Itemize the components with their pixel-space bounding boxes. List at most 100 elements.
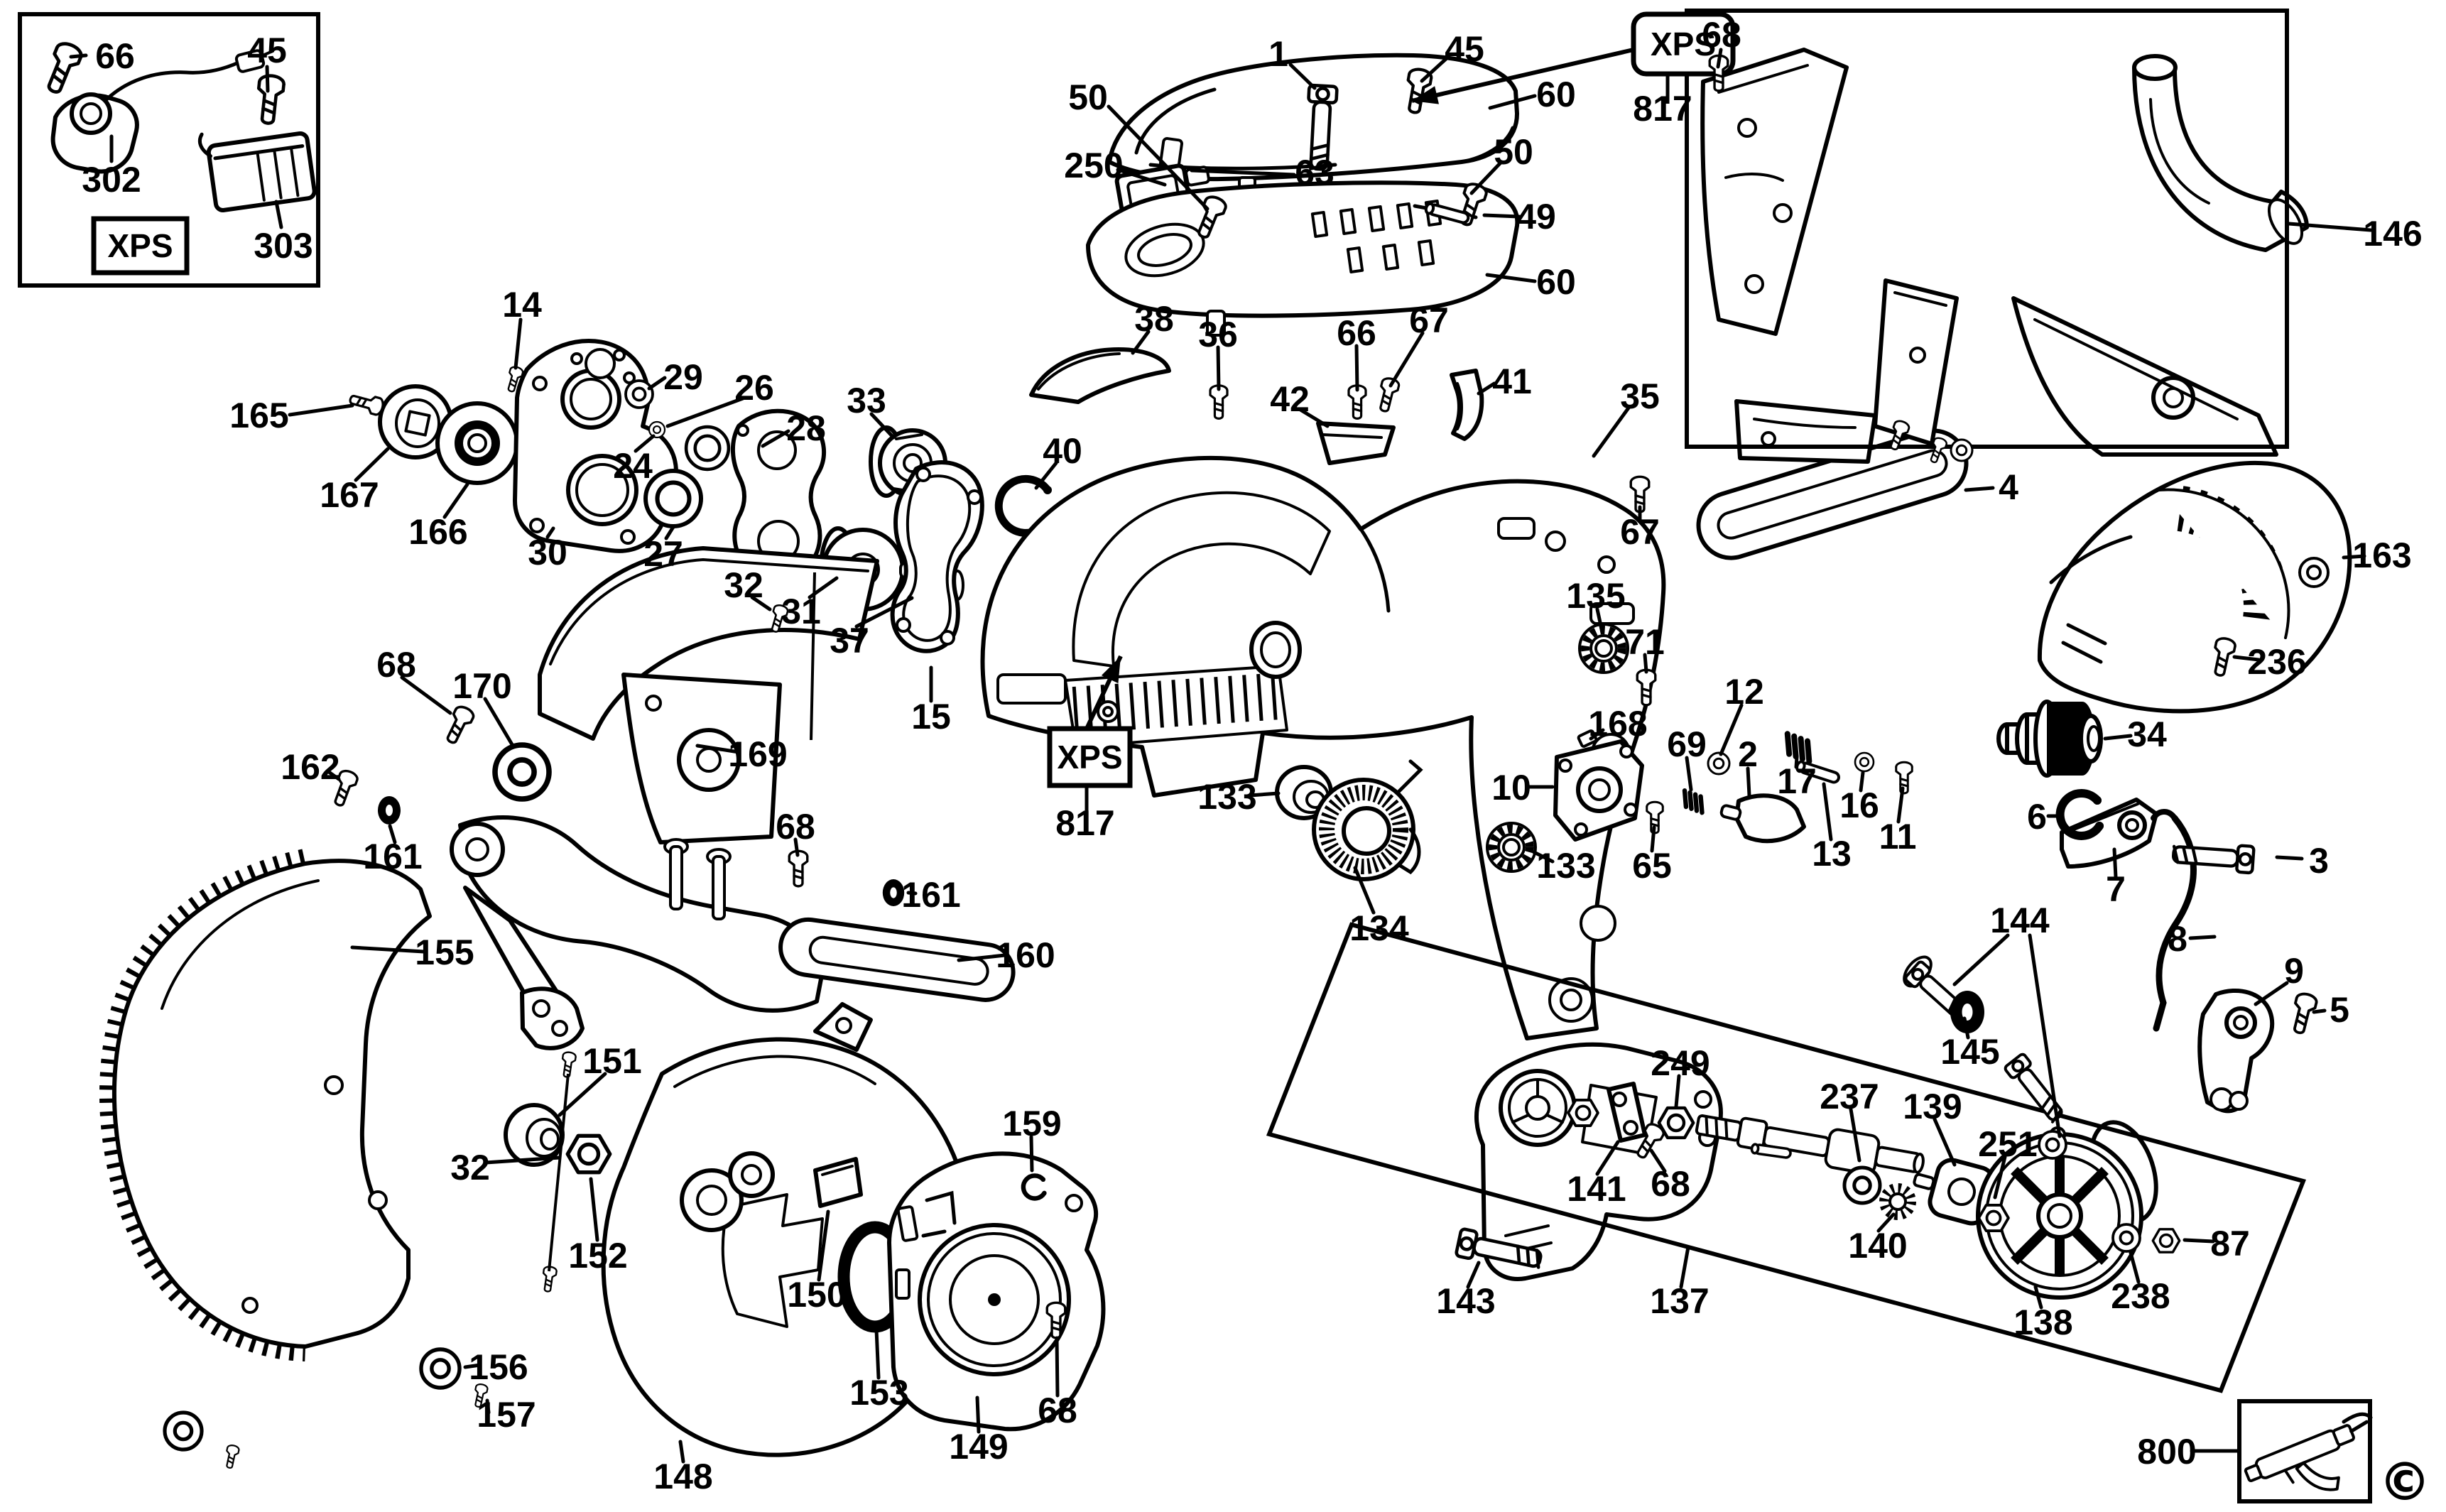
washer-icon: [2038, 1130, 2067, 1160]
leader-line-71: [1643, 653, 1648, 674]
leader-line-33: [869, 412, 896, 440]
part-label-3: 3: [2309, 841, 2329, 881]
copyright-symbol: ©: [2379, 1452, 2431, 1512]
leader-line-11: [1896, 786, 1905, 824]
leader-line-66: [69, 53, 88, 59]
nut-icon: [567, 1136, 609, 1172]
guard-arm-assembly-drawing: [450, 815, 825, 1050]
lever-7-drawing: [2060, 798, 2158, 869]
handwheel-138-drawing: [1976, 1120, 2158, 1300]
leader-line-137: [1679, 1245, 1690, 1289]
leader-line-163: [2342, 554, 2366, 560]
washer-icon: [165, 1413, 202, 1450]
part-label-141: 141: [1567, 1169, 1626, 1209]
part-label-16: 16: [1839, 785, 1879, 825]
inner-flange-166-drawing: [435, 401, 519, 485]
part-label-168: 168: [1588, 704, 1647, 744]
leader-line-148: [678, 1440, 685, 1464]
xps-arrowhead: [1101, 656, 1121, 684]
reference-line: [548, 1073, 570, 1272]
leader-line-166: [442, 482, 469, 519]
deflector-42-drawing: [1316, 421, 1396, 465]
part-label-60: 60: [1536, 262, 1576, 302]
part-label-6: 6: [2027, 797, 2047, 837]
part-label-135: 135: [1566, 576, 1625, 616]
part-label-153: 153: [849, 1373, 908, 1413]
leader-line-14: [513, 317, 523, 370]
leader-line-151: [558, 1072, 607, 1117]
leader-line-170: [483, 697, 515, 748]
leader-line-167: [354, 447, 390, 482]
dust-elbow-drawing: [2132, 54, 2309, 252]
leader-line-7: [2112, 847, 2118, 879]
gearcase-inset-border: [1266, 922, 2307, 1393]
part-label-36: 36: [1198, 315, 1238, 354]
part-label-160: 160: [996, 935, 1055, 975]
part-label-27: 27: [643, 534, 683, 574]
leader-line-250: [1116, 168, 1167, 187]
leader-line-133: [1248, 791, 1281, 798]
leader-line-68: [1055, 1336, 1060, 1398]
part-label-68: 68: [1038, 1391, 1077, 1430]
leader-line-69: [1685, 756, 1693, 792]
leader-line-68: [1716, 48, 1723, 69]
leader-line-249: [1674, 1074, 1681, 1109]
ring-icon: [686, 427, 729, 469]
gasket-15-drawing: [890, 460, 984, 653]
washer-icon: [495, 745, 549, 799]
leader-line-236: [2232, 655, 2261, 662]
slotted-link-160-drawing: [778, 917, 1016, 1002]
leader-line-5: [2312, 1008, 2327, 1014]
part-label-146: 146: [2363, 214, 2422, 254]
part-label-302: 302: [82, 160, 141, 200]
part-label-238: 238: [2111, 1276, 2170, 1316]
part-label-162: 162: [281, 747, 339, 787]
leader-line-157: [485, 1398, 491, 1415]
part-label-144: 144: [1990, 901, 2050, 940]
part-label-151: 151: [582, 1041, 641, 1081]
part-label-140: 140: [1848, 1226, 1907, 1266]
washer-icon: [1707, 751, 1731, 776]
part-label-159: 159: [1002, 1104, 1061, 1143]
leader-line-150: [817, 1209, 830, 1282]
leader-line-139: [1933, 1117, 1957, 1167]
part-label-134: 134: [1349, 908, 1409, 948]
nut-icon: [1977, 1204, 2010, 1232]
part-label-68: 68: [1702, 15, 1741, 55]
leader-line-16: [1859, 771, 1865, 793]
screw-icon: [347, 389, 386, 418]
part-label-249: 249: [1651, 1043, 1710, 1083]
part-label-13: 13: [1812, 834, 1852, 874]
part-label-156: 156: [469, 1347, 528, 1387]
leader-line-31: [808, 576, 839, 599]
leader-line-38: [1131, 330, 1151, 355]
part-label-817: 817: [1633, 89, 1692, 129]
duct-inset-border: [1685, 9, 2289, 449]
part-label-41: 41: [1492, 361, 1532, 401]
part-label-32: 32: [450, 1148, 490, 1187]
part-label-166: 166: [408, 512, 467, 552]
leader-line-138: [2033, 1285, 2043, 1310]
washer-icon: [648, 420, 666, 439]
belt-4-drawing: [1696, 428, 1969, 560]
leader-line-140: [1876, 1212, 1896, 1233]
reference-line: [810, 572, 816, 741]
leader-line-156: [463, 1363, 482, 1369]
part-label-149: 149: [949, 1427, 1008, 1467]
leader-line-145: [1962, 1016, 1970, 1040]
leader-line-159: [1029, 1135, 1034, 1173]
leader-line-45: [1420, 56, 1449, 83]
link-9-drawing: [2197, 988, 2275, 1114]
part-label-251: 251: [1978, 1124, 2037, 1164]
leader-line-50: [1469, 161, 1503, 195]
part-label-69: 69: [1667, 724, 1707, 764]
star-washer-140-drawing: [1879, 1183, 1916, 1220]
part-label-303: 303: [254, 226, 312, 266]
leader-line-68: [1649, 1148, 1667, 1173]
module-303-drawing: [197, 131, 317, 212]
part-label-150: 150: [787, 1275, 846, 1315]
leader-line-29: [647, 376, 667, 391]
part-label-68: 68: [376, 645, 416, 685]
